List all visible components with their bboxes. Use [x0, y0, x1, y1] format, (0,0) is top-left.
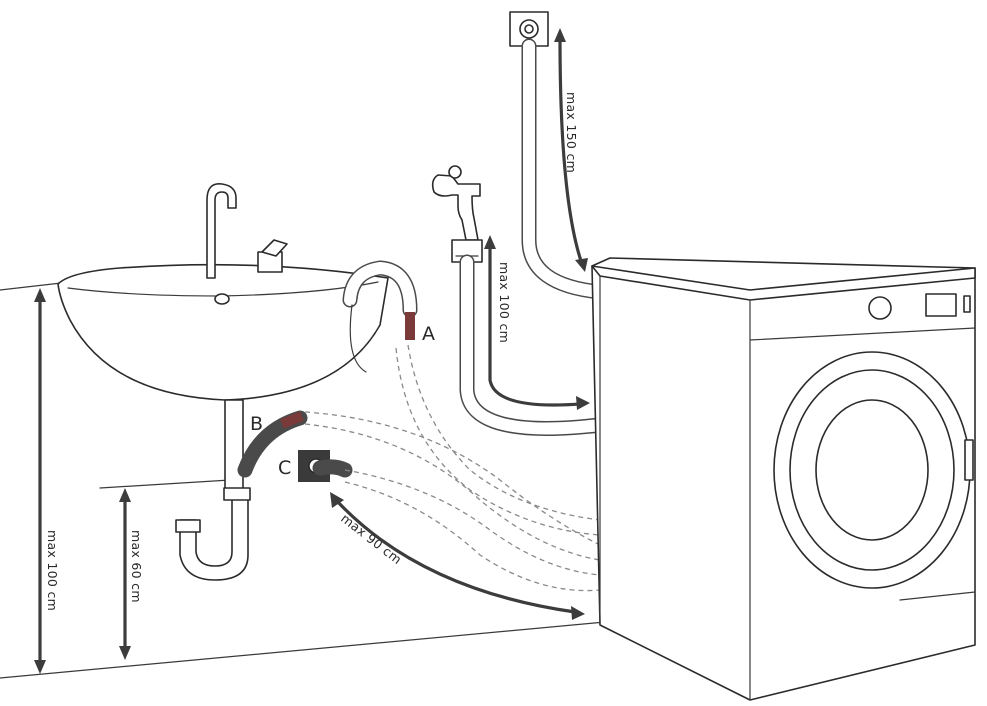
- dim-drain-distance-label: max 90 cm: [338, 511, 405, 568]
- dim-tap-label: max 100 cm: [497, 262, 512, 343]
- water-tap: [431, 165, 483, 263]
- label-c: C: [278, 457, 291, 479]
- label-b: B: [250, 413, 263, 435]
- wall-outlet-c: [298, 450, 353, 482]
- dim-wall-outlet-label: max 150 cm: [564, 92, 579, 173]
- hose-routes: [304, 344, 601, 592]
- wall-outlet-box: [509, 11, 549, 47]
- dim-outlet-height-arrow: [119, 488, 131, 660]
- dim-sink-height-label: max 100 cm: [45, 530, 60, 611]
- dim-outlet-height-label: max 60 cm: [129, 530, 144, 603]
- wall-drain-hose: [521, 38, 608, 300]
- dim-wall-outlet-arrow: [554, 28, 588, 272]
- label-a: A: [422, 323, 435, 345]
- inlet-hose: [459, 254, 608, 436]
- dim-drain-distance-arrow: [330, 492, 585, 620]
- dim-tap-arrow: [484, 235, 590, 410]
- dim-sink-height-arrow: [34, 288, 46, 674]
- pedestal-hose: [237, 410, 308, 478]
- washing-machine: [591, 257, 976, 701]
- sink-hook-hose: [342, 260, 418, 373]
